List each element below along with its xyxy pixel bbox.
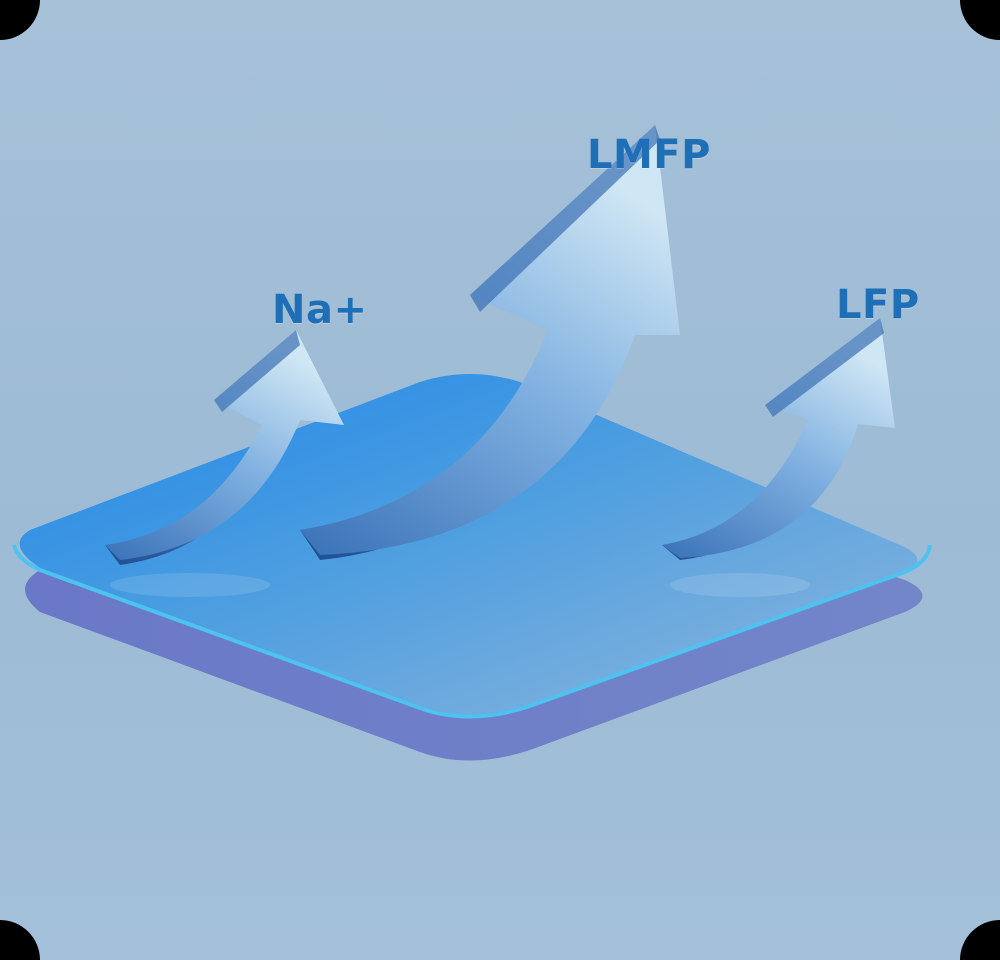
arrow-reflection [110,573,270,597]
arrow-lmfp-icon [300,125,680,560]
label-lfp: LFP [836,282,920,328]
platform-edge [12,544,932,719]
label-lmfp: LMFP [587,132,711,178]
label-na-plus: Na+ [272,287,368,333]
arrow-na-icon [105,330,344,565]
arrow-lfp-icon [662,318,895,560]
arrow-reflection [670,573,810,597]
